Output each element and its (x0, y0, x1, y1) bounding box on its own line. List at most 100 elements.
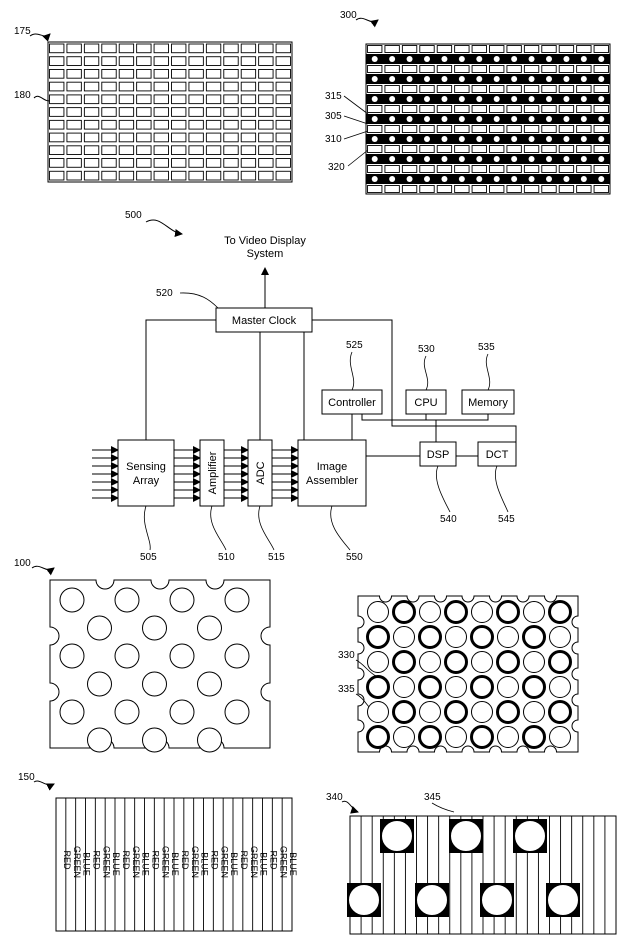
pixel-cell (258, 132, 274, 143)
sensor-dot (511, 56, 518, 62)
pixel-cell (240, 81, 257, 92)
adc-label: ADC (255, 461, 267, 484)
sensor-ring (367, 701, 389, 723)
pixel-cell (205, 107, 222, 117)
lens-circle (450, 820, 482, 852)
sensor-dot (511, 96, 518, 102)
sensor-dot (389, 76, 396, 82)
light-input-arrows (92, 446, 119, 502)
sensor-cell (471, 185, 487, 193)
ref-545-leader (495, 465, 509, 513)
sensor-dot (580, 116, 587, 122)
sensor-cell (419, 145, 435, 153)
sensor-cell (576, 185, 592, 193)
figure-100: 100 (14, 558, 271, 753)
pixel-cell (275, 107, 291, 117)
pixel-cell (240, 107, 257, 117)
sensor-cell (436, 65, 453, 73)
stripe-label: RED (180, 850, 190, 870)
sensor-dot (598, 76, 605, 82)
ref-335: 335 (338, 684, 355, 695)
sensor-ring-thick (548, 600, 572, 624)
ref-330: 330 (338, 650, 355, 661)
sensor-dot (563, 56, 570, 62)
ref-520-leader (179, 292, 219, 309)
sensor-cell (384, 65, 400, 73)
sensor-dot (458, 136, 465, 142)
pixel-cell (188, 170, 204, 181)
stripe-label: BLUE (259, 852, 269, 876)
pixel-cell (258, 145, 274, 155)
pixel-cell (205, 119, 222, 130)
sensor-dot (458, 76, 465, 82)
pixel-cell (223, 119, 239, 130)
sensor-dot (441, 176, 448, 182)
sensor-dot (546, 156, 552, 162)
pixel-cell (240, 94, 257, 105)
pixel-cell (223, 94, 239, 105)
pixel-cell (205, 132, 222, 143)
sensor-dot (371, 96, 378, 102)
stripe-label: RED (150, 850, 160, 870)
ref-305-leader (343, 115, 369, 125)
sensor-ring-thick (470, 675, 494, 699)
sensor-ring-thick (366, 725, 390, 749)
pixel-cell (153, 56, 169, 66)
sensor-cell (593, 45, 609, 53)
pixel-cell (101, 158, 117, 168)
pixel-cell (171, 119, 187, 130)
pixel-cell (205, 56, 222, 66)
sensor-dot (476, 176, 483, 182)
sensor-dot (406, 96, 413, 102)
sensor-ring (393, 676, 415, 698)
sensor-dot (546, 116, 552, 122)
sensor-cell (436, 125, 453, 133)
cpu-label: CPU (414, 397, 437, 409)
pixel-cell (136, 107, 152, 117)
sensor-cell (506, 65, 522, 73)
sensor-cell (454, 185, 470, 193)
pixel-cell (188, 43, 204, 54)
dsp-block (419, 441, 457, 467)
sensor-ring-thick (548, 700, 572, 724)
ref-320-leader (347, 149, 369, 167)
ref-320: 320 (328, 162, 345, 173)
sensor-cell (489, 85, 505, 93)
sensor-cell (367, 125, 383, 133)
ref-150: 150 (18, 772, 35, 783)
pixel-cell (171, 132, 187, 143)
pixel-cell (49, 94, 65, 105)
sensor-dot (580, 56, 587, 62)
lens-circle (514, 820, 546, 852)
sensor-dot (458, 96, 465, 102)
sensor-cell (454, 145, 470, 153)
sensor-dot (371, 156, 378, 162)
sensor-cell (541, 125, 557, 133)
sensor-dot (580, 176, 587, 182)
sensor-cell (558, 85, 575, 93)
lens-circle (547, 884, 579, 916)
ref-300: 300 (340, 10, 357, 21)
pixel-cell (136, 81, 152, 92)
sensor-cell (593, 105, 609, 113)
pixel-cell (258, 119, 274, 130)
sensor-dot (441, 116, 448, 122)
pixel-cell (275, 119, 291, 130)
lens-circle (381, 820, 413, 852)
pixel-cell (118, 145, 135, 155)
sensor-cell (471, 45, 487, 53)
pixel-cell (240, 119, 257, 130)
pixel-cell (101, 145, 117, 155)
dct-block (477, 441, 517, 467)
pixel-cell (153, 145, 169, 155)
sensor-dot (528, 136, 535, 142)
pixel-cell (188, 81, 204, 92)
sensor-cell (593, 145, 609, 153)
filter-row-band (366, 174, 610, 184)
pixel-cell (275, 43, 291, 54)
sensor-ring-thick (496, 600, 520, 624)
sensor-cell (367, 165, 383, 173)
pixel-cell (240, 43, 257, 54)
sensor-dot (580, 96, 587, 102)
sensor-grid-cells (366, 45, 610, 193)
